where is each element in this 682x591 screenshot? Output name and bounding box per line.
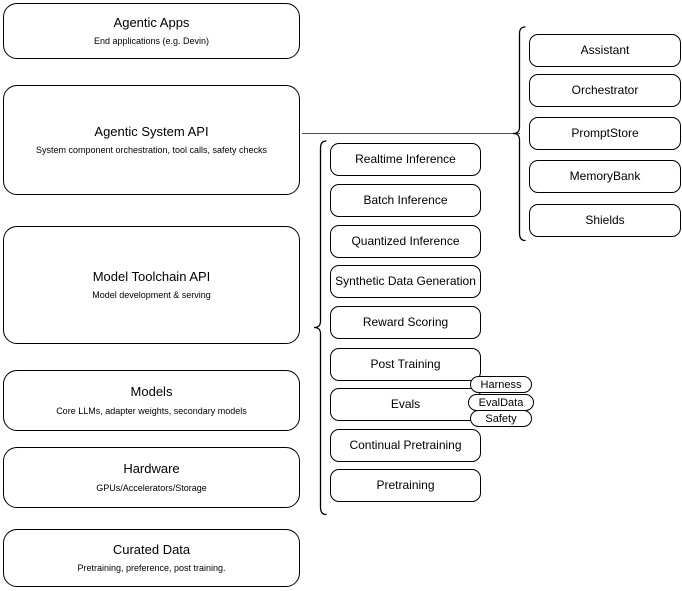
- layer-card-models[interactable]: Models Core LLMs, adapter weights, secon…: [3, 370, 300, 431]
- toolchain-label: Continual Pretraining: [349, 438, 462, 452]
- layer-title: Hardware: [123, 461, 180, 477]
- component-box-orchestrator[interactable]: Orchestrator: [529, 74, 681, 107]
- toolchain-box-evals[interactable]: Evals: [330, 388, 481, 421]
- layer-title: Model Toolchain API: [92, 268, 211, 284]
- eval-subcomponent-evaldata[interactable]: EvalData: [468, 394, 534, 411]
- eval-subcomponent-label: EvalData: [478, 396, 524, 409]
- eval-subcomponent-safety[interactable]: Safety: [470, 410, 532, 427]
- toolchain-label: Quantized Inference: [351, 234, 460, 248]
- component-label: MemoryBank: [569, 169, 641, 183]
- toolchain-label: Realtime Inference: [355, 152, 456, 166]
- toolchain-box-reward-scoring[interactable]: Reward Scoring: [330, 306, 481, 339]
- layer-subtitle: End applications (e.g. Devin): [93, 36, 210, 46]
- layer-card-agentic-system-api[interactable]: Agentic System API System component orch…: [3, 85, 300, 195]
- toolchain-box-batch-inference[interactable]: Batch Inference: [330, 184, 481, 217]
- layer-subtitle: Pretraining, preference, post training.: [77, 563, 226, 573]
- component-label: PromptStore: [571, 126, 639, 140]
- toolchain-label: Batch Inference: [363, 193, 448, 207]
- layer-card-agentic-apps[interactable]: Agentic Apps End applications (e.g. Devi…: [3, 3, 300, 59]
- brace-agentic-components: [512, 26, 526, 242]
- eval-subcomponent-label: Safety: [485, 412, 517, 425]
- component-label: Orchestrator: [571, 83, 639, 97]
- layer-subtitle: System component orchestration, tool cal…: [35, 145, 268, 155]
- component-box-assistant[interactable]: Assistant: [529, 34, 681, 67]
- layer-subtitle: GPUs/Accelerators/Storage: [96, 482, 207, 493]
- layer-card-hardware[interactable]: Hardware GPUs/Accelerators/Storage: [3, 447, 300, 508]
- layer-subtitle: Core LLMs, adapter weights, secondary mo…: [56, 405, 247, 416]
- component-label: Shields: [585, 213, 625, 227]
- toolchain-label: Reward Scoring: [362, 315, 449, 329]
- toolchain-box-post-training[interactable]: Post Training: [330, 348, 481, 381]
- brace-toolchain-components: [313, 140, 327, 516]
- toolchain-label: Evals: [390, 397, 421, 411]
- layer-title: Agentic Apps: [113, 14, 190, 30]
- layer-title: Curated Data: [112, 541, 191, 557]
- connector-agentic-system-api-to-components: [302, 133, 520, 134]
- component-box-shields[interactable]: Shields: [529, 204, 681, 237]
- toolchain-box-realtime-inference[interactable]: Realtime Inference: [330, 143, 481, 176]
- component-box-promptstore[interactable]: PromptStore: [529, 117, 681, 150]
- toolchain-box-synthetic-data-generation[interactable]: Synthetic Data Generation: [330, 265, 481, 298]
- layer-title: Models: [130, 384, 173, 400]
- toolchain-label: Pretraining: [376, 478, 435, 492]
- component-box-memorybank[interactable]: MemoryBank: [529, 160, 681, 193]
- eval-subcomponent-harness[interactable]: Harness: [470, 376, 532, 393]
- layer-card-curated-data[interactable]: Curated Data Pretraining, preference, po…: [3, 529, 300, 587]
- toolchain-box-pretraining[interactable]: Pretraining: [330, 469, 481, 502]
- eval-subcomponent-label: Harness: [480, 378, 522, 391]
- toolchain-label: Synthetic Data Generation: [335, 274, 476, 288]
- toolchain-box-continual-pretraining[interactable]: Continual Pretraining: [330, 429, 481, 462]
- toolchain-label: Post Training: [370, 357, 441, 371]
- component-label: Assistant: [580, 43, 630, 57]
- toolchain-box-quantized-inference[interactable]: Quantized Inference: [330, 225, 481, 258]
- layer-subtitle: Model development & serving: [92, 290, 211, 300]
- layer-title: Agentic System API: [94, 123, 209, 139]
- layer-card-model-toolchain-api[interactable]: Model Toolchain API Model development & …: [3, 226, 300, 344]
